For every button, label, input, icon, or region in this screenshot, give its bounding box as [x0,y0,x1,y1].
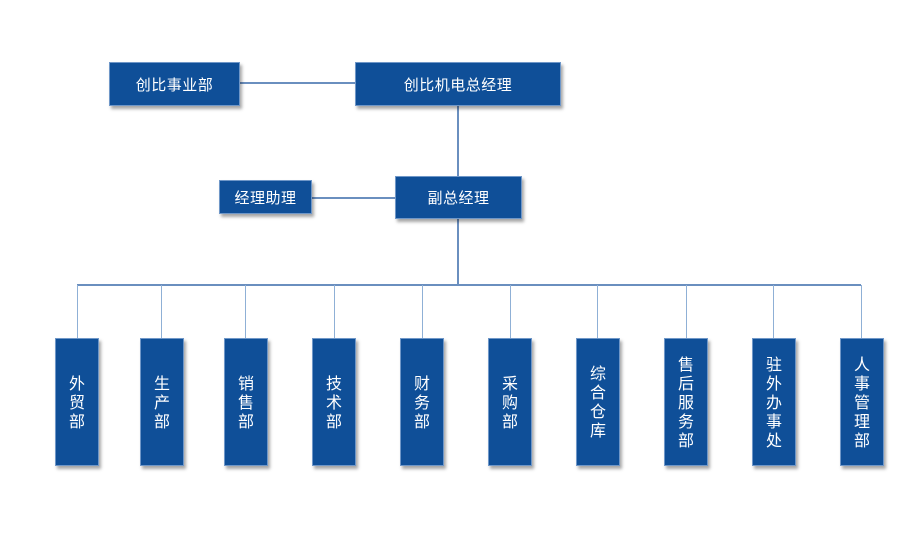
node-label: 创比机电总经理 [403,75,513,94]
dept-label: 外贸部 [69,373,86,431]
dept-label: 销售部 [238,373,255,431]
node-deputy-general-manager: 副总经理 [395,176,522,219]
dept-label: 技术部 [326,373,343,431]
connector-horizontal-bus [77,284,861,286]
dept-label: 人事管理部 [854,354,871,450]
drop-line [686,285,687,338]
dept-purchasing: 采购部 [488,338,532,466]
dept-field-office: 驻外办事处 [752,338,796,466]
dept-foreign-trade: 外贸部 [55,338,99,466]
dept-finance: 财务部 [400,338,444,466]
node-label: 经理助理 [234,188,297,207]
dept-label: 驻外办事处 [766,354,783,450]
node-manager-assistant: 经理助理 [219,180,312,214]
drop-line [422,285,423,338]
node-label: 创比事业部 [135,75,214,94]
dept-label: 综合仓库 [590,364,607,440]
dept-human-resources: 人事管理部 [840,338,884,466]
dept-production: 生产部 [140,338,184,466]
connector-assistant-deputy [312,197,396,199]
node-label: 副总经理 [427,189,490,207]
connector-business-top [240,82,356,84]
drop-line [161,285,162,338]
dept-label: 采购部 [502,373,519,431]
dept-technology: 技术部 [312,338,356,466]
drop-line [861,285,862,338]
connector-top-deputy [457,106,459,176]
dept-sales: 销售部 [224,338,268,466]
drop-line [510,285,511,338]
dept-label: 生产部 [154,373,171,431]
node-business-division: 创比事业部 [109,62,240,106]
dept-label: 售后服务部 [678,354,695,450]
node-general-manager: 创比机电总经理 [355,62,561,106]
drop-line [245,285,246,338]
dept-after-sales: 售后服务部 [664,338,708,466]
connector-deputy-bus [457,219,459,285]
drop-line [773,285,774,338]
drop-line [334,285,335,338]
drop-line [597,285,598,338]
dept-label: 财务部 [414,373,431,431]
drop-line [77,285,78,338]
dept-warehouse: 综合仓库 [576,338,620,466]
